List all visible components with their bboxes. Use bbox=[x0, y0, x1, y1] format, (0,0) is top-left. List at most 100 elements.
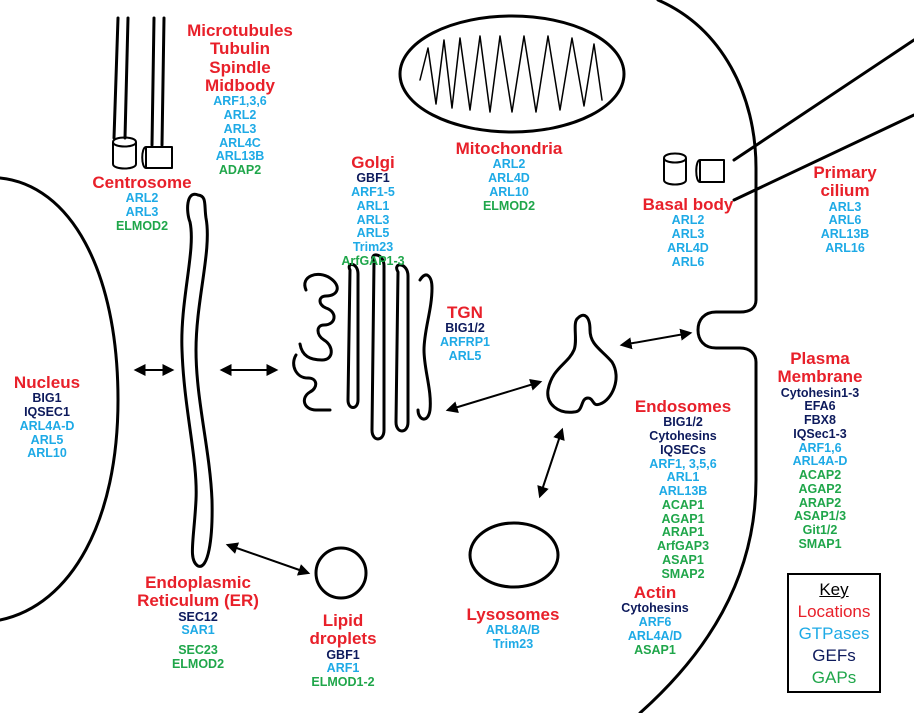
gtpase-label: ARL5 bbox=[2, 434, 92, 448]
gap-label: ARAP1 bbox=[618, 526, 748, 540]
gtpase-label: ARL3 bbox=[800, 201, 890, 215]
gef-label: IQSec1-3 bbox=[760, 428, 880, 442]
gtpase-label: ARL4A-D bbox=[760, 455, 880, 469]
location-title: Nucleus bbox=[2, 374, 92, 392]
gap-label: ACAP1 bbox=[618, 499, 748, 513]
gef-label: BIG1/2 bbox=[618, 416, 748, 430]
plasma-membrane-group: PlasmaMembraneCytohesin1-3EFA6FBX8IQSec1… bbox=[760, 350, 880, 552]
gtpase-label: ARL4D bbox=[628, 242, 748, 256]
gtpase-label: ARF1 bbox=[288, 662, 398, 676]
gtpase-label: ARL1 bbox=[318, 200, 428, 214]
gtpase-label: ARF1, 3,5,6 bbox=[618, 458, 748, 472]
gef-label: BIG1 bbox=[2, 392, 92, 406]
gtpase-label: ARL1 bbox=[618, 471, 748, 485]
endosome-outline bbox=[548, 315, 616, 412]
gtpase-label: SAR1 bbox=[128, 624, 268, 638]
location-title: TGN bbox=[425, 304, 505, 322]
gtpase-label: ARL3 bbox=[82, 206, 202, 220]
gap-label: Git1/2 bbox=[760, 524, 880, 538]
gef-label: SEC12 bbox=[128, 611, 268, 625]
legend-gaps: GAPs bbox=[789, 667, 879, 689]
gap-label: ARAP2 bbox=[760, 497, 880, 511]
gtpase-label: ARF1-5 bbox=[318, 186, 428, 200]
gtpase-label: ARL13B bbox=[800, 228, 890, 242]
arrow-endosome-lysosome bbox=[540, 430, 562, 496]
gap-label: ELMOD2 bbox=[128, 658, 268, 672]
gap-label: ASAP1 bbox=[600, 644, 710, 658]
location-title: Plasma bbox=[760, 350, 880, 368]
location-title: Endoplasmic bbox=[128, 574, 268, 592]
legend-gtpases: GTPases bbox=[789, 623, 879, 645]
mitochondrion-outline bbox=[400, 16, 624, 132]
gap-label: ELMOD2 bbox=[434, 200, 584, 214]
location-title: Lipid droplets bbox=[288, 612, 398, 649]
location-title: Primary bbox=[800, 164, 890, 182]
basal-body-right bbox=[696, 160, 724, 182]
gtpase-label: ARL2 bbox=[180, 109, 300, 123]
gtpase-label: ARL2 bbox=[434, 158, 584, 172]
gef-label: Cytohesins bbox=[600, 602, 710, 616]
gtpase-label: ARL4A-D bbox=[2, 420, 92, 434]
location-title: Lysosomes bbox=[458, 606, 568, 624]
gtpase-label: Trim23 bbox=[458, 638, 568, 652]
gtpase-label: ARL3 bbox=[628, 228, 748, 242]
gtpase-label: ARL13B bbox=[618, 485, 748, 499]
gef-label: EFA6 bbox=[760, 400, 880, 414]
gef-label: Cytohesins bbox=[618, 430, 748, 444]
gtpase-label: ARL3 bbox=[318, 214, 428, 228]
gtpase-label: ARL3 bbox=[180, 123, 300, 137]
legend-locations: Locations bbox=[789, 601, 879, 623]
gtpase-label: ARL6 bbox=[800, 214, 890, 228]
location-title: Actin bbox=[600, 584, 710, 602]
gtpase-label: ARF1,3,6 bbox=[180, 95, 300, 109]
gtpase-label: ARL5 bbox=[425, 350, 505, 364]
gap-label: ELMOD2 bbox=[82, 220, 202, 234]
lysosome-outline bbox=[470, 523, 558, 587]
gtpase-label: ARL8A/B bbox=[458, 624, 568, 638]
gtpase-label: ARL6 bbox=[628, 256, 748, 270]
gef-label: GBF1 bbox=[318, 172, 428, 186]
microtubule-lines bbox=[114, 18, 164, 145]
location-title: Midbody bbox=[180, 77, 300, 95]
basal-body-left bbox=[664, 154, 686, 185]
gtpase-label: ARL2 bbox=[82, 192, 202, 206]
location-title: Tubulin bbox=[180, 40, 300, 58]
gap-label: SMAP1 bbox=[760, 538, 880, 552]
location-title: Mitochondria bbox=[434, 140, 584, 158]
gtpase-label: ARL16 bbox=[800, 242, 890, 256]
gef-label: BIG1/2 bbox=[425, 322, 505, 336]
gef-label: Cytohesin1-3 bbox=[760, 387, 880, 401]
arrow-golgi-endosome bbox=[448, 382, 540, 410]
gef-label: IQSEC1 bbox=[2, 406, 92, 420]
gtpase-label: ARF1,6 bbox=[760, 442, 880, 456]
gef-label: GBF1 bbox=[288, 649, 398, 663]
centriole-left bbox=[113, 138, 136, 169]
gap-label: SMAP2 bbox=[618, 568, 748, 582]
gap-label: AGAP1 bbox=[618, 513, 748, 527]
location-title: Endosomes bbox=[618, 398, 748, 416]
gap-label: ACAP2 bbox=[760, 469, 880, 483]
gtpase-label: ARL13B bbox=[180, 150, 300, 164]
gtpase-label: ARL4A/D bbox=[600, 630, 710, 644]
arrow-er-lipid bbox=[228, 545, 308, 573]
gef-label: FBX8 bbox=[760, 414, 880, 428]
gap-label: ASAP1/3 bbox=[760, 510, 880, 524]
legend-key: Key Locations GTPases GEFs GAPs bbox=[787, 573, 881, 693]
gap-label: SEC23 bbox=[128, 644, 268, 658]
gtpase-label: ARL4D bbox=[434, 172, 584, 186]
location-title: Microtubules bbox=[180, 22, 300, 40]
gap-label: ArfGAP3 bbox=[618, 540, 748, 554]
legend-gefs: GEFs bbox=[789, 645, 879, 667]
